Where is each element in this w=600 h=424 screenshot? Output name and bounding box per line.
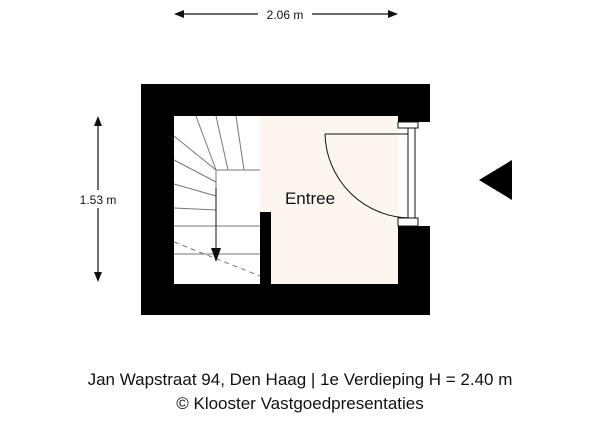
- height-dimension-label: 1.53 m: [80, 193, 117, 207]
- height-dimension: 1.53 m: [74, 116, 122, 282]
- width-dimension-label: 2.06 m: [267, 8, 304, 22]
- walls: [141, 84, 430, 315]
- room-label-entree: Entree: [285, 189, 335, 208]
- entrance-door: [324, 121, 419, 227]
- partition-wall: [260, 212, 271, 284]
- stair-direction-arrow-icon: [211, 188, 221, 262]
- entrance-arrow-icon: [479, 160, 512, 200]
- width-dimension: 2.06 m: [174, 5, 398, 23]
- caption-copyright: © Klooster Vastgoedpresentaties: [176, 394, 424, 413]
- room-entree-floor: [260, 116, 398, 284]
- caption-address: Jan Wapstraat 94, Den Haag | 1e Verdiepi…: [87, 370, 513, 389]
